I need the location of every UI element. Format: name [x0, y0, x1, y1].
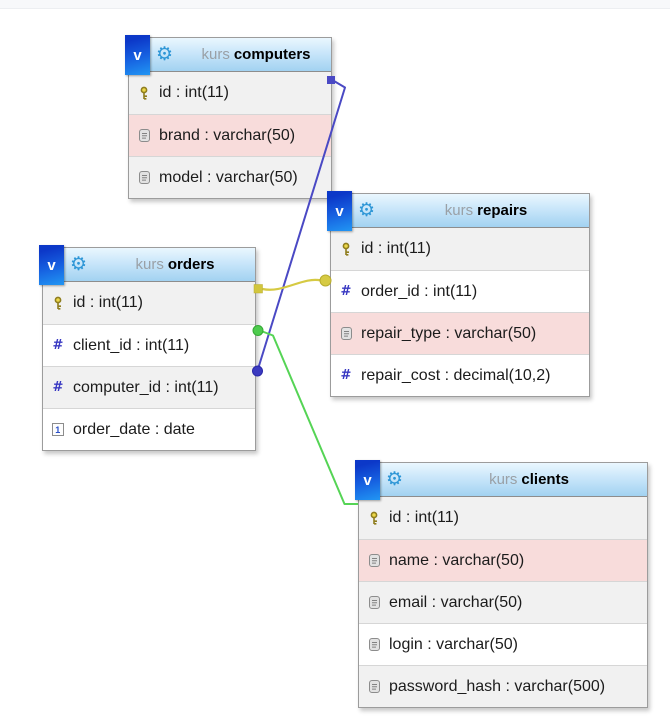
column-row-order-date[interactable]: 1 order_date : date: [43, 408, 255, 450]
column-label: name : varchar(50): [389, 551, 525, 569]
column-row-client-id[interactable]: # client_id : int(11): [43, 324, 255, 366]
gear-icon: ⚙: [386, 468, 404, 490]
column-label: brand : varchar(50): [159, 126, 296, 144]
primary-key-icon: [137, 86, 151, 100]
text-field-icon: [137, 171, 151, 184]
column-label: id : int(11): [389, 509, 459, 526]
page-top-strip: [0, 0, 670, 9]
primary-key-icon: [51, 296, 65, 310]
gear-icon: ⚙: [70, 253, 88, 275]
column-row-id[interactable]: id : int(11): [359, 497, 647, 539]
numeric-field-icon: #: [52, 338, 64, 353]
column-row-email[interactable]: email : varchar(50): [359, 581, 647, 623]
column-label: order_id : int(11): [361, 282, 478, 300]
svg-text:1: 1: [55, 425, 60, 435]
column-label: repair_cost : decimal(10,2): [361, 366, 551, 384]
column-label: login : varchar(50): [389, 635, 518, 653]
column-row-id[interactable]: id : int(11): [43, 282, 255, 324]
column-label: id : int(11): [73, 294, 143, 311]
column-row-login[interactable]: login : varchar(50): [359, 623, 647, 665]
column-label: model : varchar(50): [159, 168, 298, 186]
text-field-icon: [367, 554, 381, 567]
text-field-icon: [367, 596, 381, 609]
table-view-badge-icon: v: [39, 245, 64, 285]
text-field-icon: [339, 327, 353, 340]
column-row-password-hash[interactable]: password_hash : varchar(500): [359, 665, 647, 707]
column-row-computer-id[interactable]: # computer_id : int(11): [43, 366, 255, 408]
relationship-orders-repairs[interactable]: [253, 274, 332, 294]
column-row-name[interactable]: name : varchar(50): [359, 539, 647, 581]
table-view-badge-icon: v: [125, 35, 150, 75]
column-label: id : int(11): [159, 84, 229, 101]
column-row-order-id[interactable]: # order_id : int(11): [331, 270, 589, 312]
relationship-line[interactable]: [262, 278, 322, 291]
numeric-field-icon: #: [340, 368, 352, 383]
column-label: order_date : date: [73, 420, 195, 438]
gear-icon: ⚙: [358, 199, 376, 221]
table-view-badge-icon: v: [355, 460, 380, 500]
numeric-field-icon: #: [52, 380, 64, 395]
column-label: computer_id : int(11): [73, 378, 219, 396]
column-label: client_id : int(11): [73, 336, 190, 354]
column-label: repair_type : varchar(50): [361, 324, 537, 342]
gear-icon: ⚙: [156, 43, 174, 65]
column-row-repair-cost[interactable]: # repair_cost : decimal(10,2): [331, 354, 589, 396]
date-field-icon: 1: [51, 423, 65, 436]
table-view-badge-icon: v: [327, 191, 352, 231]
primary-key-icon: [339, 242, 353, 256]
column-row-repair-type[interactable]: repair_type : varchar(50): [331, 312, 589, 354]
text-field-icon: [137, 129, 151, 142]
column-label: password_hash : varchar(500): [389, 677, 606, 695]
column-row-model[interactable]: model : varchar(50): [129, 156, 331, 198]
numeric-field-icon: #: [340, 284, 352, 299]
column-row-brand[interactable]: brand : varchar(50): [129, 114, 331, 156]
column-label: email : varchar(50): [389, 593, 523, 611]
column-row-id[interactable]: id : int(11): [129, 72, 331, 114]
text-field-icon: [367, 680, 381, 693]
column-label: id : int(11): [361, 240, 431, 257]
column-row-id[interactable]: id : int(11): [331, 228, 589, 270]
primary-key-icon: [367, 511, 381, 525]
text-field-icon: [367, 638, 381, 651]
